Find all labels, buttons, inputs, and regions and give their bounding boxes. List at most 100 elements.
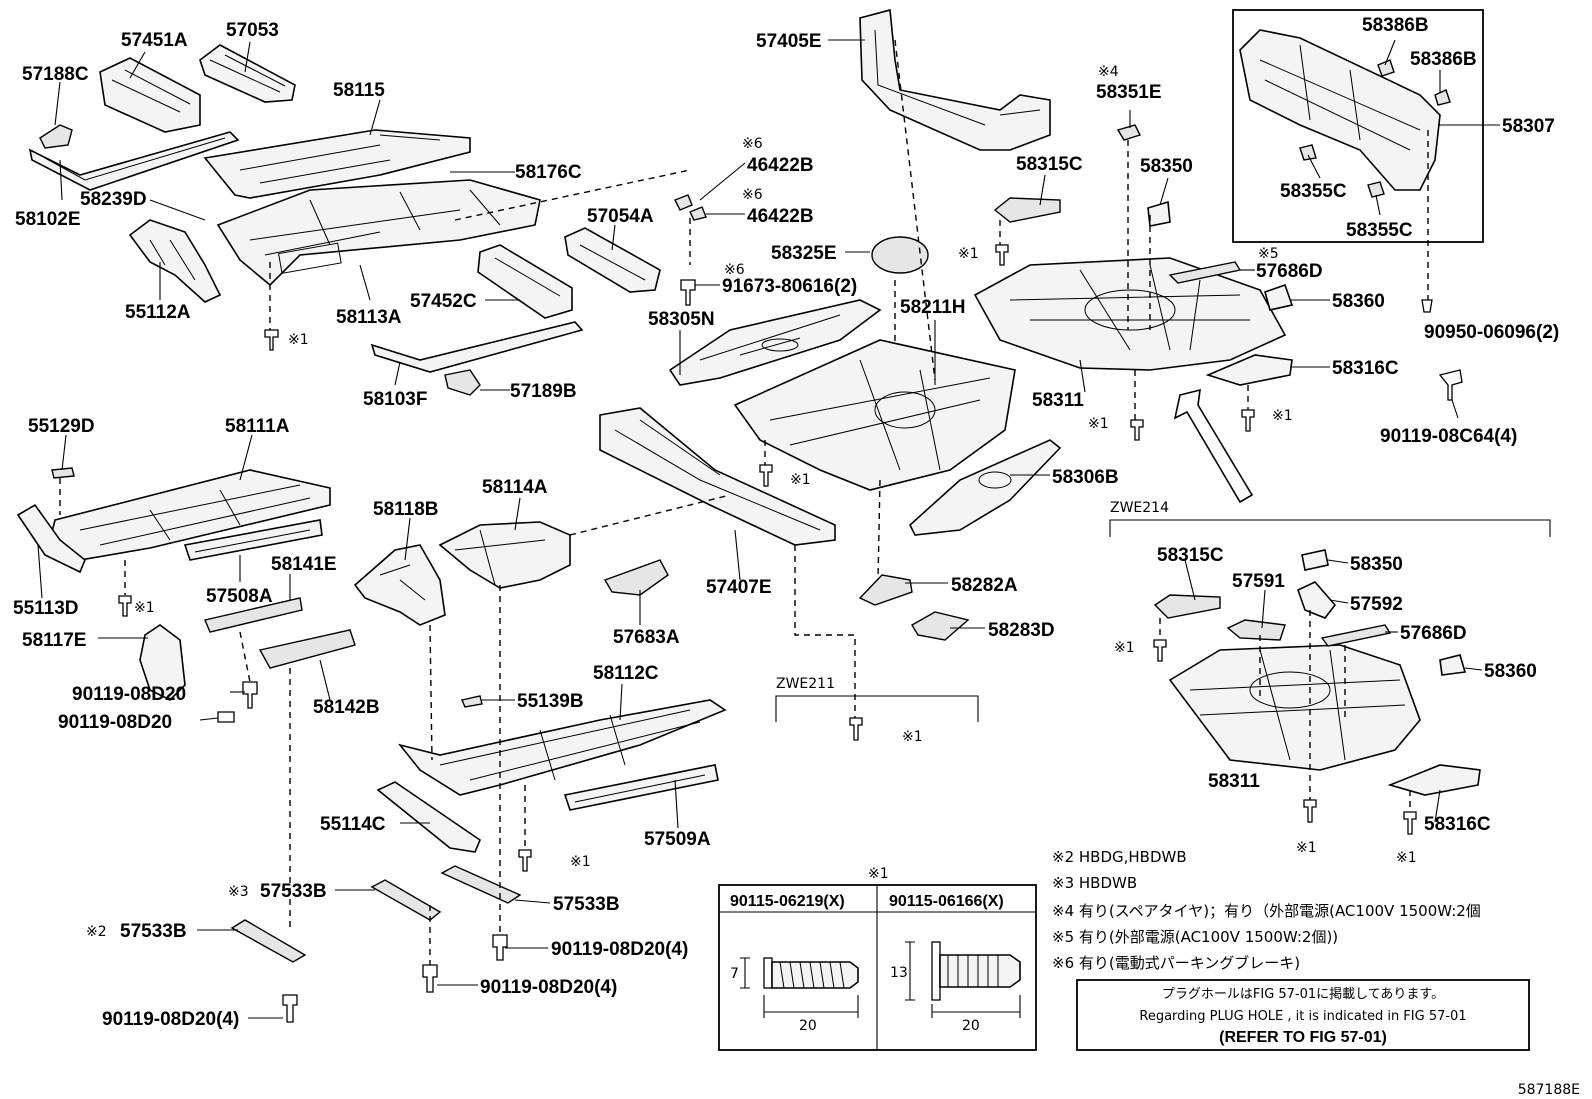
part-58102E	[28, 131, 240, 191]
svg-text:※1: ※1	[570, 854, 591, 870]
label-55114C: 55114C	[320, 814, 386, 835]
svg-text:※1: ※1	[1296, 840, 1317, 856]
bolt-table-title: ※1	[868, 866, 889, 882]
label-46422B-1: 46422B	[747, 155, 814, 176]
part-57533B-a	[370, 879, 442, 921]
label-58102E: 58102E	[15, 209, 81, 230]
label-57405E: 57405E	[756, 31, 822, 52]
plug-hole-note: プラグホールはFIG 57-01に掲載してあります。 Regarding PLU…	[1076, 979, 1530, 1051]
part-57508A	[183, 519, 323, 561]
variant-zwe214: ZWE214	[1109, 500, 1551, 537]
bolt-drawing-1: 7 20	[730, 957, 859, 1034]
part-58282A	[858, 574, 913, 606]
label-57189B: 57189B	[510, 381, 577, 402]
label-58112C: 58112C	[593, 663, 659, 684]
label-90119-08C64: 90119-08C64(4)	[1380, 426, 1517, 447]
label-58355C-1: 58355C	[1280, 181, 1347, 202]
label-57683A: 57683A	[613, 627, 680, 648]
label-58117E: 58117E	[22, 630, 86, 651]
label-58316C-top: 58316C	[1332, 358, 1399, 379]
label-58176C: 58176C	[515, 162, 582, 183]
part-57509A	[563, 764, 719, 811]
label-57533B-2: 57533B	[553, 894, 620, 915]
part-58141E	[204, 597, 303, 633]
part-57189B	[444, 369, 481, 396]
label-58350-top: 58350	[1140, 156, 1193, 177]
variant-label-zwe211: ZWE211	[776, 676, 835, 692]
label-58142B: 58142B	[313, 697, 380, 718]
part-57053	[199, 44, 296, 103]
plug-hole-line1: プラグホールはFIG 57-01に掲載してあります。	[1162, 986, 1444, 1002]
label-57591: 57591	[1232, 571, 1285, 592]
part-58350-bottom	[1301, 549, 1329, 571]
label-90950-06096: 90950-06096(2)	[1424, 322, 1559, 343]
svg-text:※4: ※4	[1098, 64, 1119, 80]
svg-text:※1: ※1	[1396, 850, 1417, 866]
label-58141E: 58141E	[271, 554, 337, 575]
label-46422B-2: 46422B	[747, 206, 814, 227]
svg-text:※1: ※1	[958, 246, 979, 262]
part-58114A	[438, 521, 571, 589]
label-58316C-bottom: 58316C	[1424, 814, 1491, 835]
part-58211H	[733, 339, 1016, 491]
label-55113D: 55113D	[13, 598, 79, 619]
label-57592: 57592	[1350, 594, 1403, 615]
svg-text:※1: ※1	[1272, 408, 1293, 424]
label-57686D-top: 57686D	[1256, 261, 1323, 282]
part-58351E	[1116, 124, 1141, 141]
label-58118B: 58118B	[373, 499, 439, 520]
part-55139B	[461, 695, 483, 708]
label-58350-bottom: 58350	[1350, 554, 1403, 575]
part-58360-bottom	[1439, 654, 1467, 676]
label-58311-bottom: 58311	[1208, 771, 1260, 792]
part-58142B	[258, 629, 356, 669]
part-55113D	[16, 503, 86, 574]
part-57533B-b	[440, 865, 522, 904]
bolt-table-col2: 90115-06166(X)	[889, 893, 1004, 910]
label-58113A: 58113A	[336, 307, 402, 328]
label-58355C-2: 58355C	[1346, 220, 1413, 241]
label-57053: 57053	[226, 20, 279, 41]
label-57054A: 57054A	[587, 206, 654, 227]
direction-arrow	[1173, 388, 1254, 504]
part-58103F	[370, 321, 584, 373]
label-58211H: 58211H	[900, 297, 966, 318]
svg-text:※5: ※5	[1258, 246, 1279, 262]
label-58114A: 58114A	[482, 477, 548, 498]
part-58112C	[397, 699, 727, 796]
svg-text:※6: ※6	[742, 187, 763, 203]
label-58360-top: 58360	[1332, 291, 1385, 312]
label-55129D: 55129D	[28, 416, 95, 437]
label-58239D: 58239D	[80, 189, 147, 210]
svg-text:※3: ※3	[228, 884, 249, 900]
variant-zwe211: ZWE211	[775, 676, 979, 722]
label-57533B-3: 57533B	[120, 921, 187, 942]
part-57188C	[39, 124, 73, 149]
label-55112A: 55112A	[125, 302, 191, 323]
label-90119-08D20-4b: 90119-08D20(4)	[480, 977, 617, 998]
svg-text:※1: ※1	[134, 600, 155, 616]
label-58386B-1: 58386B	[1362, 15, 1429, 36]
part-57533B-c	[230, 919, 307, 963]
assembly-box-58307	[1232, 9, 1484, 243]
leader-lines	[37, 39, 1500, 1019]
bolts	[118, 244, 1463, 1023]
label-57533B-1: 57533B	[260, 881, 327, 902]
part-labels: 57451A 57053 57188C 58115 58102E 58239D …	[13, 15, 1559, 1030]
label-58282A: 58282A	[951, 575, 1018, 596]
label-58103F: 58103F	[363, 389, 427, 410]
part-55114C	[376, 781, 481, 853]
svg-text:※1: ※1	[1114, 640, 1135, 656]
label-58325E: 58325E	[771, 243, 837, 264]
svg-text:※1: ※1	[288, 332, 309, 348]
label-90119-08D20-a: 90119-08D20	[72, 684, 186, 705]
svg-text:20: 20	[799, 1018, 817, 1034]
part-57405E	[859, 8, 1051, 151]
part-58325E	[871, 236, 929, 274]
plug-hole-line2: Regarding PLUG HOLE , it is indicated in…	[1139, 1009, 1466, 1024]
footnotes: ※2 HBDG,HBDWB ※3 HBDWB ※4 有り(スペアタイヤ)；有り（…	[1052, 848, 1481, 972]
part-57592	[1297, 581, 1337, 619]
note-line-4: ※4 有り(スペアタイヤ)；有り（外部電源(AC100V 1500W:2個	[1052, 902, 1481, 920]
label-57452C: 57452C	[410, 291, 477, 312]
